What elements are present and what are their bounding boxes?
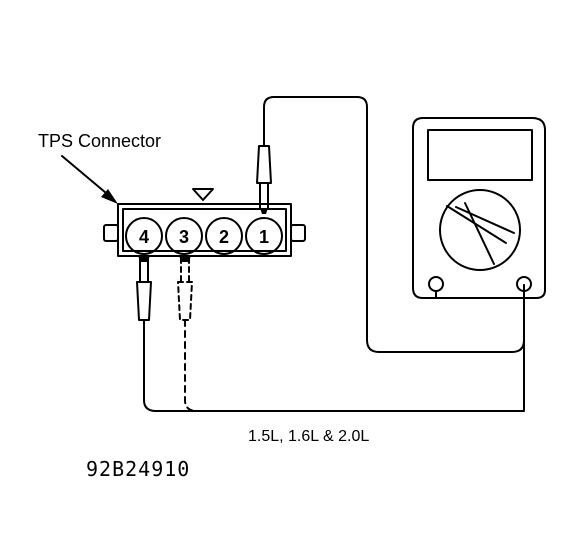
terminal-cavity-4 (125, 217, 163, 255)
probe-terminal-1 (256, 96, 525, 353)
meter-jack-left (428, 276, 444, 292)
tps-connector-icon: 4 3 2 1 (103, 188, 306, 257)
meter-jack-right (516, 276, 532, 292)
figure-code: 92B24910 (86, 457, 190, 481)
triangle-key-icon (192, 188, 214, 201)
terminal-number-3: 3 (179, 227, 189, 247)
terminal-cavity-1 (245, 217, 283, 255)
terminal-cavity-2 (205, 217, 243, 255)
probe-terminal-4 (136, 255, 525, 412)
tps-connector-label: TPS Connector (38, 131, 161, 151)
terminal-number-4: 4 (139, 227, 149, 247)
probe-terminal-3-alternate (177, 255, 231, 412)
terminal-number-1: 1 (259, 227, 269, 247)
terminal-number-2: 2 (219, 227, 229, 247)
pointer-arrow-icon (61, 155, 118, 204)
multimeter-icon (412, 117, 546, 299)
engine-applicability-label: 1.5L, 1.6L & 2.0L (248, 428, 369, 445)
terminal-cavity-3 (165, 217, 203, 255)
